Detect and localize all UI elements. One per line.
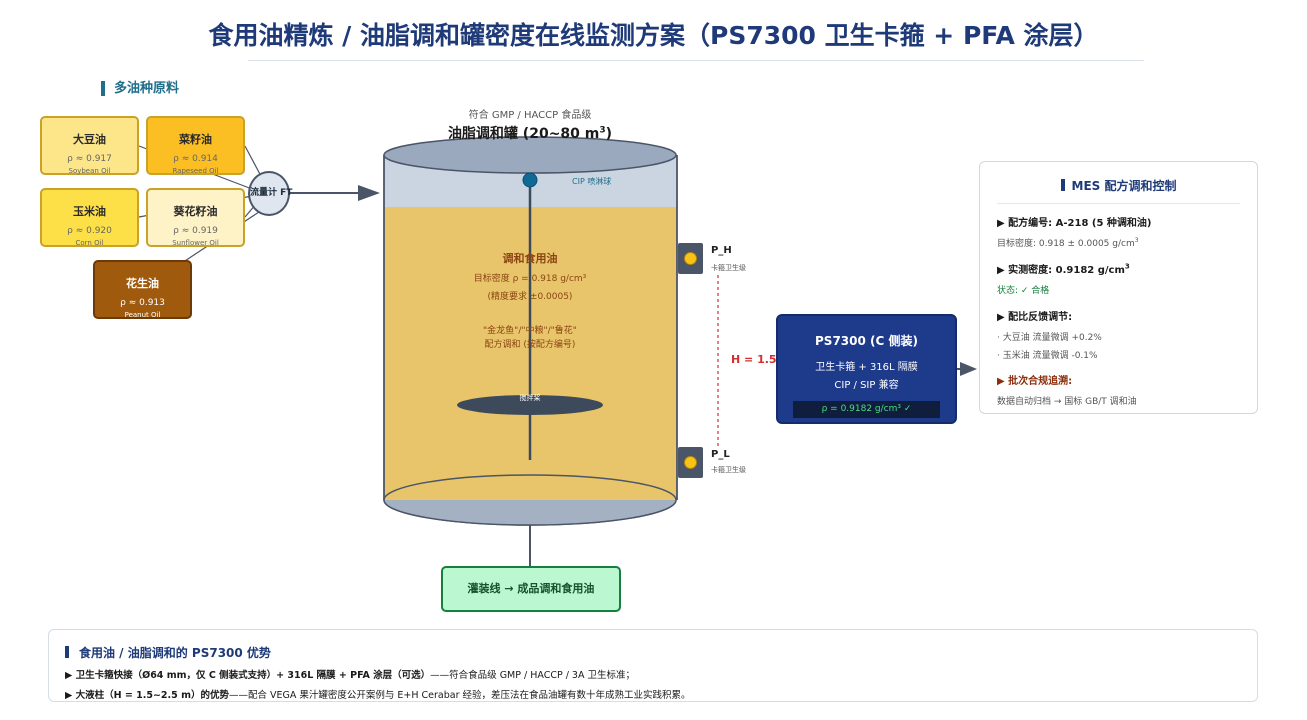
- mes-measured: ▶ 实测密度: 0.9182 g/cm3: [997, 261, 1240, 276]
- oil-soybean-en: Soybean Oil: [68, 167, 111, 175]
- mes-arrow-head: [960, 362, 977, 376]
- advantages-title-bar: [65, 646, 69, 658]
- sensor-high-diaphragm: [684, 252, 697, 265]
- sensor-low-sub: 卡箍卫生级: [711, 466, 746, 474]
- sensor-low: [678, 447, 703, 478]
- mes-title-bar: [1060, 179, 1065, 191]
- mes-adjust-soybean: · 大豆油 流量微调 +0.2%: [997, 333, 1102, 343]
- oil-corn: 玉米油 ρ ≈ 0.920 Corn Oil: [40, 188, 139, 247]
- advantages-panel: 食用油 / 油脂调和的 PS7300 优势 ▶ 卫生卡箍快接（Ø64 mm，仅 …: [48, 629, 1258, 702]
- filling-line-box: 灌装线 → 成品调和食用油: [441, 566, 621, 612]
- oil-peanut: 花生油 ρ ≈ 0.913 Peanut Oil: [93, 260, 192, 319]
- ps7300-title: PS7300 (C 侧装): [815, 334, 918, 348]
- sensor-high-sub: 卡箍卫生级: [711, 264, 746, 272]
- advantages-title-text: 食用油 / 油脂调和的 PS7300 优势: [79, 646, 271, 660]
- blend-recipe: 配方调和 (按配方编号): [484, 340, 576, 350]
- blend-precision: (精度要求 ±0.0005): [487, 292, 573, 302]
- tank-bottom-outline: [383, 499, 677, 526]
- oil-peanut-en: Peanut Oil: [124, 311, 161, 319]
- mes-trace-text: 数据自动归档 → 国标 GB/T 调和油: [997, 397, 1137, 407]
- oil-corn-name: 玉米油: [73, 205, 106, 218]
- tank-title-exponent: 3: [599, 125, 606, 136]
- agitator-blade: [457, 395, 603, 415]
- sensor-low-diaphragm: [684, 456, 697, 469]
- mes-target: 目标密度: 0.918 ± 0.0005 g/cm3: [997, 236, 1240, 249]
- oil-corn-density: ρ ≈ 0.920: [67, 226, 112, 236]
- agitator-label: 搅拌桨: [519, 394, 541, 402]
- mes-trace: ▶ 批次合规追溯:: [997, 376, 1073, 387]
- oil-sunflower: 葵花籽油 ρ ≈ 0.919 Sunflower Oil: [146, 188, 245, 247]
- oil-sunflower-en: Sunflower Oil: [172, 239, 219, 247]
- oil-rapeseed: 菜籽油 ρ ≈ 0.914 Rapeseed Oil: [146, 116, 245, 175]
- mes-target-text: 目标密度: 0.918 ± 0.0005 g/cm: [997, 239, 1135, 249]
- mes-feedback: ▶ 配比反馈调节:: [997, 312, 1073, 323]
- advantage-line-2-text: ——配合 VEGA 果汁罐密度公开案例与 E+H Cerabar 经验，差压法在…: [228, 690, 691, 701]
- page-title: 食用油精炼 / 油脂调和罐密度在线监测方案（PS7300 卫生卡箍 + PFA …: [208, 21, 1099, 50]
- mes-title-text: MES 配方调和控制: [1071, 179, 1177, 193]
- tank-title-text: 油脂调和罐 (20~80 m: [447, 126, 600, 142]
- oil-sunflower-name: 葵花籽油: [173, 205, 218, 218]
- advantage-line-1-text: ——符合食品级 GMP / HACCP / 3A 卫生标准；: [430, 670, 635, 681]
- raw-materials-heading: 多油种原料: [101, 81, 179, 96]
- cip-spray-ball: [522, 172, 538, 188]
- sensor-high-label: P_H: [711, 245, 732, 256]
- oil-peanut-name: 花生油: [126, 277, 159, 290]
- mes-title: MES 配方调和控制: [997, 177, 1240, 194]
- tank-title: 油脂调和罐 (20~80 m3): [430, 123, 630, 143]
- oil-corn-en: Corn Oil: [75, 239, 104, 247]
- oil-rapeseed-name: 菜籽油: [179, 133, 212, 146]
- advantage-line-1: ▶ 卫生卡箍快接（Ø64 mm，仅 C 侧装式支持）+ 316L 隔膜 + PF…: [65, 667, 1257, 681]
- mes-measured-text: ▶ 实测密度: 0.9182 g/cm: [997, 265, 1125, 276]
- blend-brands: "金龙鱼"/"中粮"/"鲁花": [483, 326, 577, 336]
- ps7300-cip: CIP / SIP 兼容: [834, 380, 899, 391]
- mes-panel: MES 配方调和控制 ▶ 配方编号: A-218 (5 种调和油) 目标密度: …: [979, 161, 1258, 414]
- blend-target-density: 目标密度 ρ = 0.918 g/cm³: [473, 274, 587, 284]
- oil-rapeseed-density: ρ ≈ 0.914: [173, 154, 218, 164]
- mes-adjust-corn: · 玉米油 流量微调 -0.1%: [997, 351, 1098, 361]
- tank-standard: 符合 GMP / HACCP 食品级: [468, 110, 592, 121]
- mes-target-exp: 3: [1134, 237, 1139, 244]
- oil-soybean-name: 大豆油: [73, 133, 106, 146]
- tank-title-end: ): [605, 126, 613, 142]
- mes-divider: [997, 203, 1240, 204]
- ps7300-connection: 卫生卡箍 + 316L 隔膜: [815, 362, 918, 373]
- advantage-line-2-bold: ▶ 大液柱（H = 1.5~2.5 m）的优势: [65, 690, 229, 701]
- ps7300-transmitter: PS7300 (C 侧装) 卫生卡箍 + 316L 隔膜 CIP / SIP 兼…: [776, 314, 957, 424]
- oil-rapeseed-en: Rapeseed Oil: [172, 167, 219, 175]
- oil-peanut-density: ρ ≈ 0.913: [120, 298, 165, 308]
- advantage-line-2: ▶ 大液柱（H = 1.5~2.5 m）的优势——配合 VEGA 果汁罐密度公开…: [65, 687, 1257, 701]
- oil-sunflower-density: ρ ≈ 0.919: [173, 226, 218, 236]
- title-divider: [248, 60, 1144, 61]
- blend-oil-name: 调和食用油: [502, 252, 558, 265]
- advantages-title: 食用油 / 油脂调和的 PS7300 优势: [65, 644, 1257, 661]
- advantage-line-1-bold: ▶ 卫生卡箍快接（Ø64 mm，仅 C 侧装式支持）+ 316L 隔膜 + PF…: [65, 670, 431, 681]
- mes-status: 状态: ✓ 合格: [997, 286, 1050, 296]
- mes-recipe-no: ▶ 配方编号: A-218 (5 种调和油): [997, 218, 1152, 229]
- sensor-high: [678, 243, 703, 274]
- flowmeter: 流量计 FT: [248, 171, 292, 216]
- oil-soybean: 大豆油 ρ ≈ 0.917 Soybean Oil: [40, 116, 139, 175]
- cip-label: CIP 喷淋球: [572, 177, 612, 186]
- ps7300-reading: ρ = 0.9182 g/cm³ ✓: [793, 401, 940, 418]
- sensor-low-label: P_L: [711, 449, 730, 460]
- oil-soybean-density: ρ ≈ 0.917: [67, 154, 112, 164]
- mes-measured-exp: 3: [1124, 262, 1130, 271]
- feed-arrow-head: [358, 185, 380, 201]
